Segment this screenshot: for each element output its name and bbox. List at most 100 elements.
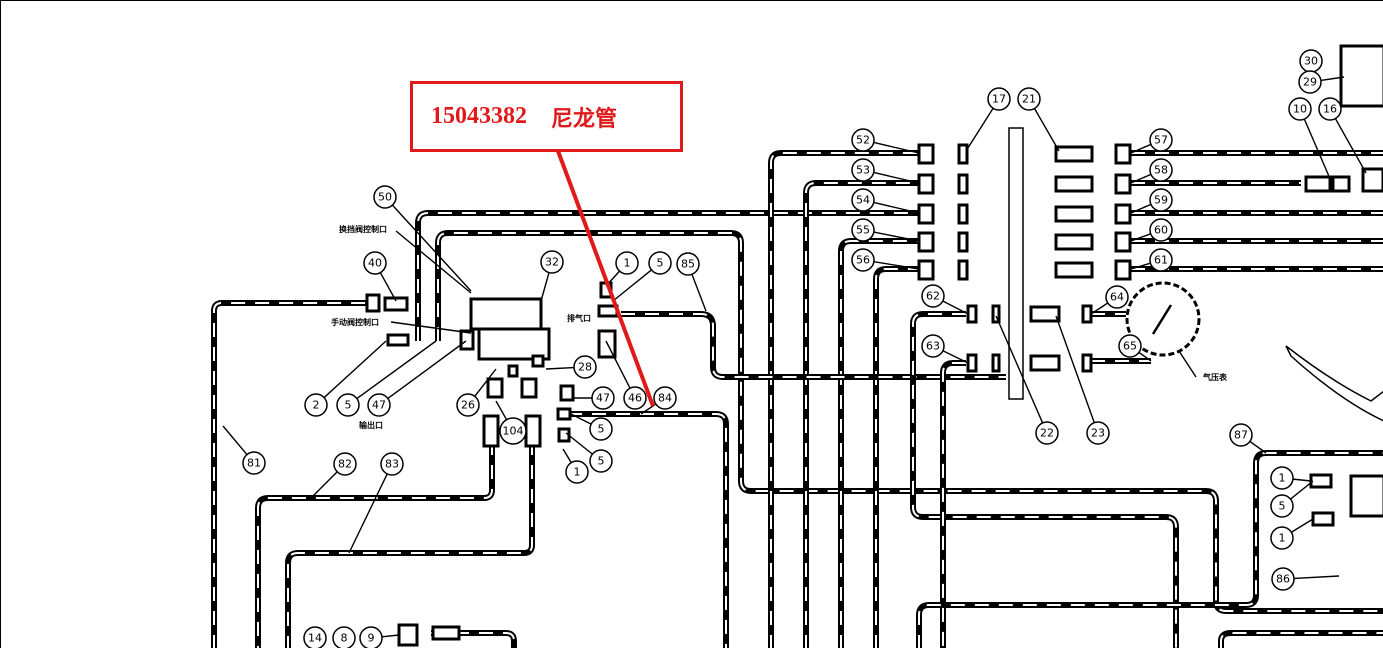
item-number: 59 xyxy=(1154,194,1168,207)
item-balloon: 47 xyxy=(591,386,615,410)
pipe-core xyxy=(805,182,919,648)
pipe xyxy=(916,450,1383,648)
item-number: 60 xyxy=(1154,224,1168,237)
item-number: 47 xyxy=(596,392,610,405)
leader-line xyxy=(391,204,472,292)
fitting xyxy=(486,377,504,399)
fitting xyxy=(957,231,969,253)
pipe-core xyxy=(213,302,366,648)
fitting xyxy=(469,297,543,331)
item-balloon: 10 xyxy=(1288,97,1312,121)
item-balloon: 47 xyxy=(367,393,391,417)
item-number: 30 xyxy=(1304,55,1318,68)
fitting xyxy=(1361,167,1383,193)
item-balloon: 64 xyxy=(1105,285,1129,309)
item-balloon: 23 xyxy=(1086,421,1110,445)
pipe-core xyxy=(568,413,727,648)
leader-line xyxy=(545,366,575,370)
fitting xyxy=(1339,44,1383,108)
item-balloon: 84 xyxy=(653,386,677,410)
leader-line xyxy=(1292,478,1312,482)
notes: 换挡阀控制口手动阀控制口排气口输出口气压表 xyxy=(331,224,1228,430)
pipe xyxy=(838,238,919,648)
item-balloon: 60 xyxy=(1149,218,1173,242)
fitting xyxy=(917,143,935,165)
item-number: 46 xyxy=(628,392,642,405)
leader-line xyxy=(1320,76,1345,82)
pipe-core xyxy=(875,268,919,648)
leader-line xyxy=(873,231,920,242)
gauge-needle xyxy=(1151,304,1173,335)
port-note: 气压表 xyxy=(1202,372,1228,382)
fitting xyxy=(365,293,381,313)
item-balloon: 40 xyxy=(363,251,387,275)
item-balloon: 8 xyxy=(332,626,356,648)
item-balloon: 5 xyxy=(336,393,360,417)
leader-line xyxy=(1130,173,1152,184)
item-number: 8 xyxy=(341,632,348,645)
item-number: 55 xyxy=(856,224,870,237)
item-number: 2 xyxy=(313,399,320,412)
item-number: 57 xyxy=(1154,134,1168,147)
leader-line xyxy=(495,400,509,422)
leader-line xyxy=(381,634,400,638)
pipe xyxy=(768,150,919,648)
leader-line xyxy=(995,315,1044,424)
item-balloon: 87 xyxy=(1229,423,1253,447)
item-balloon: 5 xyxy=(648,251,672,275)
fitting xyxy=(1054,175,1094,193)
item-number: 87 xyxy=(1234,429,1248,442)
leader-line xyxy=(348,473,388,554)
item-balloon: 1 xyxy=(1270,466,1294,490)
fitting xyxy=(917,203,935,225)
item-balloon: 55 xyxy=(851,218,875,242)
item-balloon: 30 xyxy=(1299,49,1323,73)
item-number: 58 xyxy=(1154,164,1168,177)
item-balloon: 82 xyxy=(333,452,357,476)
fitting xyxy=(957,203,969,225)
pipe-core xyxy=(431,632,515,648)
fitting xyxy=(1029,354,1061,372)
item-number: 53 xyxy=(856,164,870,177)
item-number: 83 xyxy=(385,458,399,471)
pipe-core xyxy=(770,152,919,648)
fitting xyxy=(383,296,409,312)
fitting xyxy=(957,143,969,165)
item-number: 52 xyxy=(856,134,870,147)
item-balloon: 5 xyxy=(589,417,613,441)
leader-line xyxy=(474,368,497,397)
manifold-bar xyxy=(1008,127,1024,400)
fitting xyxy=(991,304,1001,324)
leader-line xyxy=(1130,233,1151,242)
fitting xyxy=(524,414,542,448)
item-number: 47 xyxy=(372,399,386,412)
item-number: 29 xyxy=(1303,76,1317,89)
item-balloon: 46 xyxy=(623,386,647,410)
fitting xyxy=(1054,145,1094,163)
leader-line xyxy=(323,340,387,399)
fitting xyxy=(1331,175,1351,193)
pipe xyxy=(255,441,495,648)
leader-line xyxy=(942,350,969,364)
fitting xyxy=(1081,353,1093,373)
fitting xyxy=(1311,511,1335,527)
item-balloon: 50 xyxy=(373,185,397,209)
item-number: 63 xyxy=(926,340,940,353)
item-balloon: 81 xyxy=(242,451,266,475)
item-number: 32 xyxy=(545,256,559,269)
fitting xyxy=(459,329,475,351)
fitting xyxy=(556,407,572,421)
item-number: 9 xyxy=(368,632,375,645)
item-balloon: 1 xyxy=(1270,526,1294,550)
fitting xyxy=(482,414,500,448)
item-number: 1 xyxy=(1279,472,1286,485)
pipe-core xyxy=(257,441,493,648)
item-balloon: 86 xyxy=(1271,567,1295,591)
item-balloon: 1 xyxy=(565,460,589,484)
gear-lever xyxy=(1285,345,1383,422)
item-balloon: 32 xyxy=(540,250,564,274)
item-balloon: 54 xyxy=(851,188,875,212)
fitting xyxy=(1114,259,1132,281)
